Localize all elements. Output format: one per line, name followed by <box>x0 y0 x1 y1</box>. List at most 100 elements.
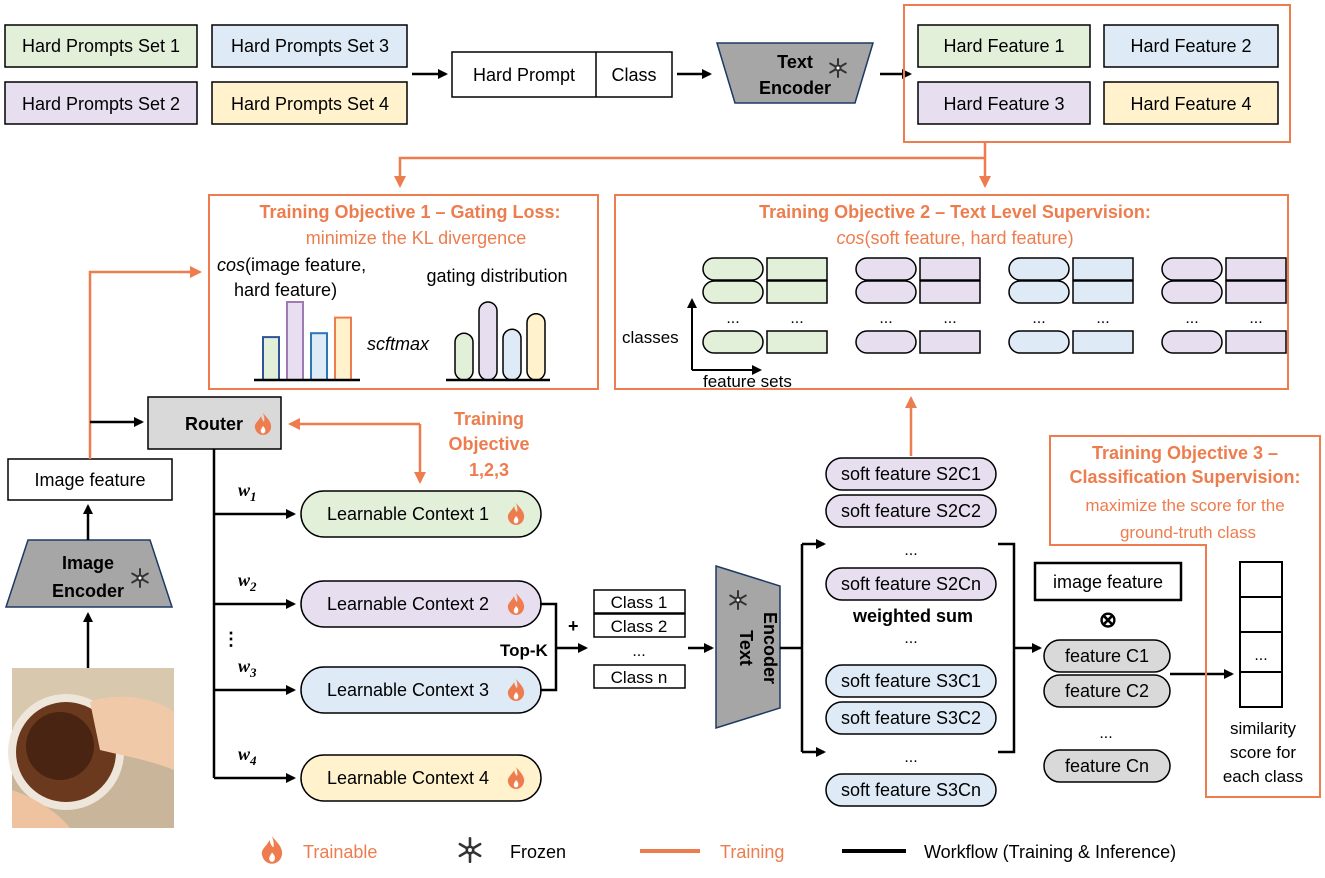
soft-cell-3-2 <box>1008 280 1070 304</box>
classes-axis-label: classes <box>622 328 679 347</box>
text-encoder-mid-label-1: Text <box>736 630 756 666</box>
router-label: Router <box>185 414 243 434</box>
gating-bar-4 <box>526 312 546 381</box>
objective-1-title: Training Objective 1 – Gating Loss: <box>259 202 560 222</box>
image-feature-2-box <box>1033 561 1183 602</box>
gating-bar-1 <box>454 332 474 381</box>
soft-cell-2-2 <box>855 280 917 304</box>
objective-2-subtitle-rest: (soft feature, hard feature) <box>864 228 1073 248</box>
objective-1-cos: cos(image feature, <box>217 255 366 275</box>
objective-1-frame <box>208 194 599 390</box>
orange-arrow-to-objective-1 <box>88 266 202 459</box>
objective-3-title-2: Classification Supervision: <box>1069 467 1300 487</box>
hard-features: Hard Feature 1 Hard Feature 2 Hard Featu… <box>903 4 1291 143</box>
grid-dots: ... <box>1032 310 1045 327</box>
soft-hard-feature-grid: ........................ <box>702 257 1287 354</box>
soft-cell-3-3 <box>1008 330 1070 354</box>
soft-feature-bottom-1-label: soft feature S3C1 <box>841 671 981 691</box>
hard-prompt-label: Hard Prompt <box>473 65 575 85</box>
learnable-context-2-label: Learnable Context 2 <box>327 594 489 614</box>
weight-1: w1 <box>238 480 257 504</box>
objective-3-subtitle-2: ground-truth class <box>1120 523 1256 542</box>
hard-prompts-set-2-label: Hard Prompts Set 2 <box>22 94 180 114</box>
soft-cell-1-1 <box>702 257 764 281</box>
feature-c-4 <box>1043 749 1171 783</box>
text-encoder-top-label-1: Text <box>777 52 813 72</box>
similarity-score-vector: ... <box>1239 561 1283 708</box>
cos-rest: (image feature, <box>245 255 366 275</box>
hard-cell-4-1 <box>1225 257 1287 281</box>
class-ellipsis: ... <box>632 643 645 660</box>
learnable-context-1 <box>300 490 542 538</box>
otimes-symbol: ⊗ <box>1099 607 1117 632</box>
hard-prompts-sets: Hard Prompts Set 1 Hard Prompts Set 2 Ha… <box>4 24 408 125</box>
text-encoder-mid-shape <box>715 564 781 730</box>
soft-top-dots: ... <box>904 542 917 559</box>
soft-cell-4-1 <box>1161 257 1223 281</box>
grid-dots: ... <box>726 310 739 327</box>
legend-frozen-icon <box>458 836 482 864</box>
similarity-label-3: each class <box>1223 767 1303 786</box>
feature-c-2-label: feature C2 <box>1065 681 1149 701</box>
cos-bar-4 <box>334 316 352 382</box>
prompt-template-box <box>451 51 673 98</box>
class-list: Class 1 Class 2 ... Class n <box>593 589 686 689</box>
ellipsis-mid: ... <box>904 630 917 647</box>
hard-feature-2: Hard Feature 2 <box>1130 36 1251 56</box>
soft-feature-top-2 <box>825 494 997 528</box>
soft-cell-4-2 <box>1161 280 1223 304</box>
cos-bars <box>254 301 360 382</box>
weighted-sum-label: weighted sum <box>852 606 973 626</box>
objective-1-cos-line2: hard feature) <box>234 280 337 300</box>
legend-trainable: Trainable <box>303 842 377 862</box>
hard-cell-2-2 <box>919 280 981 304</box>
text-encoder-top-shape <box>715 42 875 104</box>
soft-cell-1-3 <box>702 330 764 354</box>
gating-distribution-label: gating distribution <box>426 266 567 286</box>
hard-prompts-set-3-label: Hard Prompts Set 3 <box>231 36 389 56</box>
objective-2-frame <box>614 194 1289 390</box>
feature-c-2 <box>1043 674 1171 708</box>
hard-cell-1-2 <box>766 280 828 304</box>
cos-italic: cos <box>217 255 245 275</box>
soft-cell-1-2 <box>702 280 764 304</box>
feature-c-dots: ... <box>1099 725 1112 742</box>
image-feature-label: Image feature <box>34 470 145 490</box>
objective-2-subtitle: cos(soft feature, hard feature) <box>836 228 1073 248</box>
soft-feature-top-4-label: soft feature S2Cn <box>841 574 981 594</box>
objective-1-subtitle: minimize the KL divergence <box>306 228 526 248</box>
objective-3-subtitle-1: maximize the score for the <box>1085 496 1284 515</box>
soft-feature-top-1 <box>825 457 997 491</box>
grid-dots: ... <box>1249 310 1262 327</box>
objective-1-panel: Training Objective 1 – Gating Loss: mini… <box>208 194 599 390</box>
soft-feature-bottom-1 <box>825 664 997 698</box>
text-encoder-top-label-2: Encoder <box>759 78 831 98</box>
objective-3-panel: Training Objective 3 – Classification Su… <box>1049 435 1321 798</box>
objective-2-title: Training Objective 2 – Text Level Superv… <box>759 202 1151 222</box>
similarity-label-1: similarity <box>1230 719 1297 738</box>
image-encoder-label-2: Encoder <box>52 581 124 601</box>
hard-cell-1-3 <box>766 330 828 354</box>
hard-feature-4: Hard Feature 4 <box>1130 94 1251 114</box>
input-image-coffee <box>8 668 174 828</box>
image-feature-box <box>7 458 173 501</box>
image-feature-2-label: image feature <box>1053 572 1163 592</box>
training-objective-123: Training Objective 1,2,3 <box>288 409 530 484</box>
objective-label-1: Training <box>454 409 524 429</box>
soft-feature-bottom-2 <box>825 701 997 735</box>
softmax-label: scftmax <box>367 334 430 354</box>
cos-bar-2 <box>286 301 304 381</box>
soft-cell-2-1 <box>855 257 917 281</box>
grid-dots: ... <box>1096 310 1109 327</box>
objective-2-panel: Training Objective 2 – Text Level Superv… <box>614 194 1289 391</box>
gating-bars <box>446 301 550 382</box>
hard-cell-4-2 <box>1225 280 1287 304</box>
score-dots: ... <box>1254 647 1267 664</box>
image-pipeline: Image Encoder Image feature Router <box>4 266 282 828</box>
hard-prompts-set-3 <box>211 24 408 68</box>
soft-bottom-dots: ... <box>904 749 917 766</box>
hard-features-frame <box>903 4 1291 143</box>
